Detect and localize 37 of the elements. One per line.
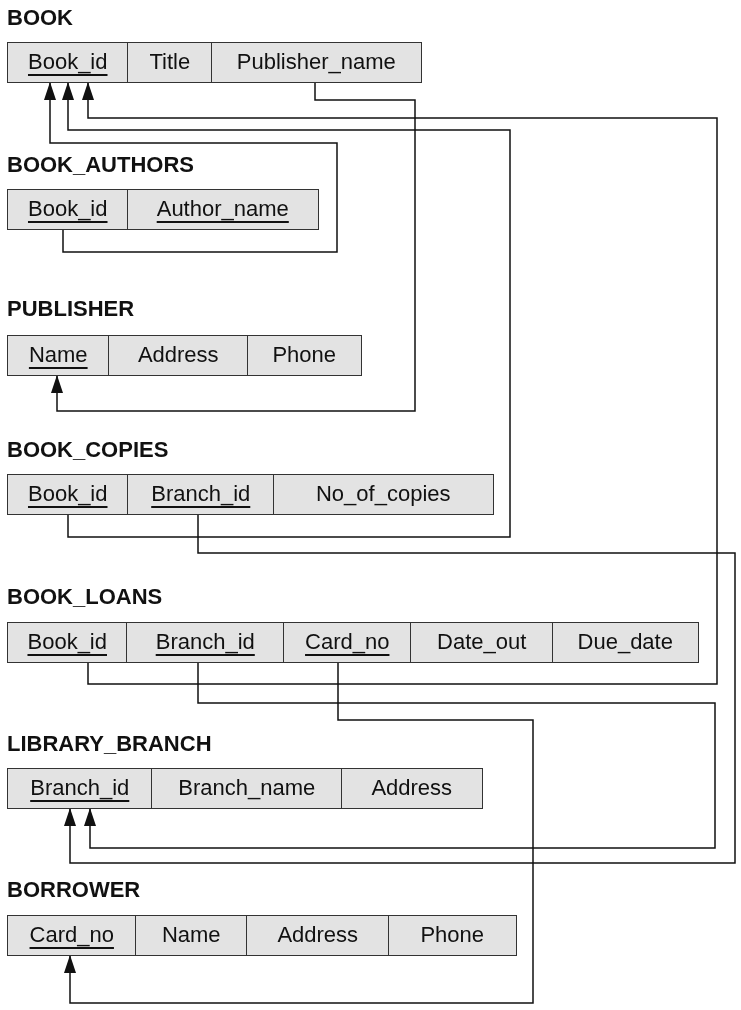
attribute-cell: Date_out bbox=[410, 622, 554, 663]
foreign-key-arrow bbox=[51, 82, 416, 412]
key-attribute-cell: Author_name bbox=[127, 189, 319, 230]
table-name: BOOK_LOANS bbox=[7, 584, 163, 610]
key-attribute-cell: Card_no bbox=[283, 622, 412, 663]
key-attribute-cell: Branch_id bbox=[126, 622, 285, 663]
key-attribute-cell: Branch_id bbox=[7, 768, 153, 809]
key-attribute-cell: Book_id bbox=[7, 622, 128, 663]
key-attribute-cell: Book_id bbox=[7, 189, 129, 230]
attribute-cell: Address bbox=[246, 915, 390, 956]
attribute-cell: Phone bbox=[247, 335, 362, 376]
foreign-key-arrow bbox=[64, 662, 534, 1004]
foreign-key-arrow bbox=[44, 82, 338, 253]
key-attribute-cell: Book_id bbox=[7, 42, 129, 83]
foreign-key-arrow bbox=[64, 514, 736, 864]
attribute-cell: Address bbox=[341, 768, 483, 809]
foreign-key-arrow bbox=[62, 82, 511, 538]
attribute-cell: Address bbox=[108, 335, 249, 376]
attribute-cell: Branch_name bbox=[151, 768, 343, 809]
key-attribute-cell: Branch_id bbox=[127, 474, 275, 515]
attribute-cell: Publisher_name bbox=[211, 42, 422, 83]
table-name: BOOK_COPIES bbox=[7, 437, 169, 463]
table-name: BOOK_AUTHORS bbox=[7, 152, 194, 178]
attribute-cell: Title bbox=[127, 42, 213, 83]
foreign-key-arrow bbox=[84, 662, 716, 849]
key-attribute-cell: Book_id bbox=[7, 474, 129, 515]
attribute-cell: Name bbox=[135, 915, 248, 956]
table-name: BOOK bbox=[7, 5, 73, 31]
attribute-cell: No_of_copies bbox=[273, 474, 494, 515]
key-attribute-cell: Card_no bbox=[7, 915, 137, 956]
key-attribute-cell: Name bbox=[7, 335, 110, 376]
table-name: LIBRARY_BRANCH bbox=[7, 731, 212, 757]
table-name: BORROWER bbox=[7, 877, 141, 903]
table-name: PUBLISHER bbox=[7, 296, 135, 322]
foreign-key-arrow bbox=[82, 82, 718, 685]
attribute-cell: Due_date bbox=[552, 622, 699, 663]
attribute-cell: Phone bbox=[388, 915, 517, 956]
